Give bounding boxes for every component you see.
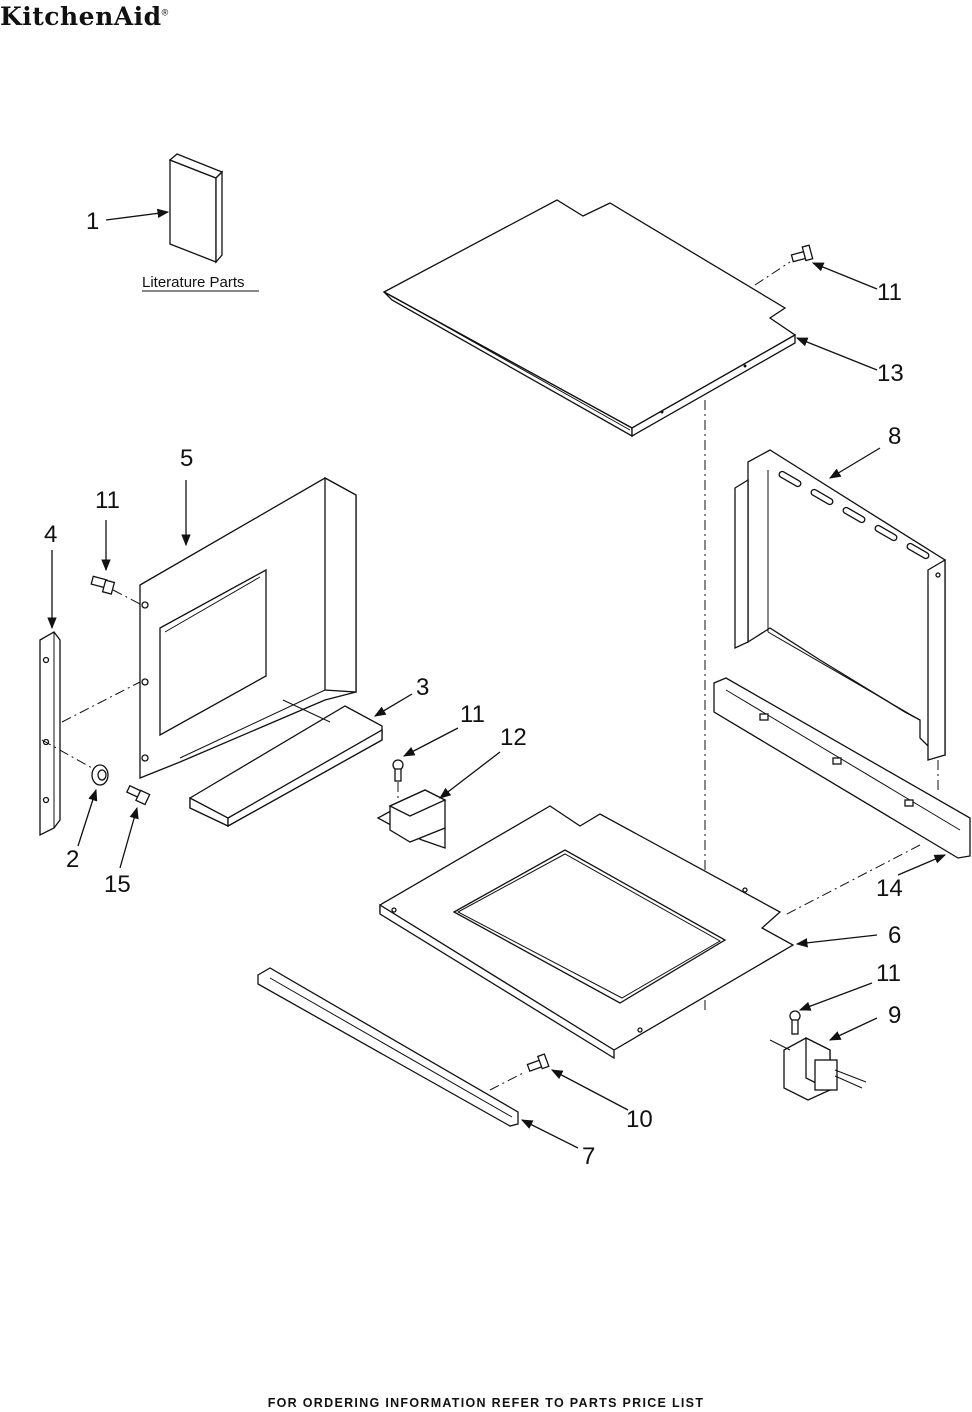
- dash-11-left: [113, 590, 140, 604]
- leader-11-center: [404, 728, 458, 756]
- leader-14: [898, 855, 945, 875]
- leader-15: [120, 808, 137, 868]
- part-11-screw-top: [791, 245, 812, 261]
- callout-2: 2: [66, 846, 79, 873]
- leader-3: [375, 694, 412, 716]
- callout-7: 7: [582, 1143, 595, 1170]
- callout-4: 4: [44, 521, 57, 548]
- leader-1: [106, 212, 168, 220]
- part-2-grommet: [92, 765, 108, 785]
- callout-9: 9: [888, 1002, 901, 1029]
- part-11-screw-center: [393, 760, 403, 781]
- part-10-screw: [527, 1054, 548, 1071]
- callout-1: 1: [86, 208, 99, 235]
- part-15-screw: [127, 786, 150, 805]
- callout-12: 12: [500, 724, 527, 751]
- part-1-literature: [170, 154, 222, 262]
- callout-3: 3: [416, 674, 429, 701]
- part-9-transformer: [770, 1038, 866, 1100]
- part-11-screw-left: [91, 576, 114, 594]
- part-11-screw-transformer: [790, 1011, 800, 1034]
- part-7-front-bracket: [258, 968, 518, 1126]
- leader-10: [552, 1070, 628, 1110]
- callout-15: 15: [104, 871, 131, 898]
- leader-9: [830, 1018, 877, 1040]
- dash-11-top: [755, 262, 790, 285]
- callout-13: 13: [877, 360, 904, 387]
- callout-6: 6: [888, 922, 901, 949]
- leader-2: [78, 790, 96, 846]
- leader-11-top: [813, 263, 877, 289]
- leader-13: [797, 338, 877, 370]
- part-12-module: [378, 790, 445, 848]
- callout-8: 8: [888, 423, 901, 450]
- leader-7: [522, 1120, 578, 1148]
- callout-10: 10: [626, 1106, 653, 1133]
- part-13-top-panel: [384, 200, 795, 436]
- leader-11-transformer: [800, 983, 872, 1010]
- callout-11-left: 11: [95, 487, 120, 514]
- leader-8: [830, 448, 880, 478]
- callout-14: 14: [876, 875, 903, 902]
- part-4-side-strip: [40, 632, 60, 835]
- leader-12: [440, 752, 500, 798]
- callout-5: 5: [180, 445, 193, 472]
- callout-11-top: 11: [877, 279, 902, 306]
- leader-6: [797, 935, 877, 944]
- footer-note: FOR ORDERING INFORMATION REFER TO PARTS …: [0, 1396, 972, 1410]
- literature-caption: Literature Parts: [142, 274, 245, 291]
- dash-10: [490, 1072, 525, 1090]
- callout-11-transformer: 11: [876, 960, 901, 987]
- callout-11-center: 11: [460, 701, 485, 728]
- dash-4: [62, 682, 140, 722]
